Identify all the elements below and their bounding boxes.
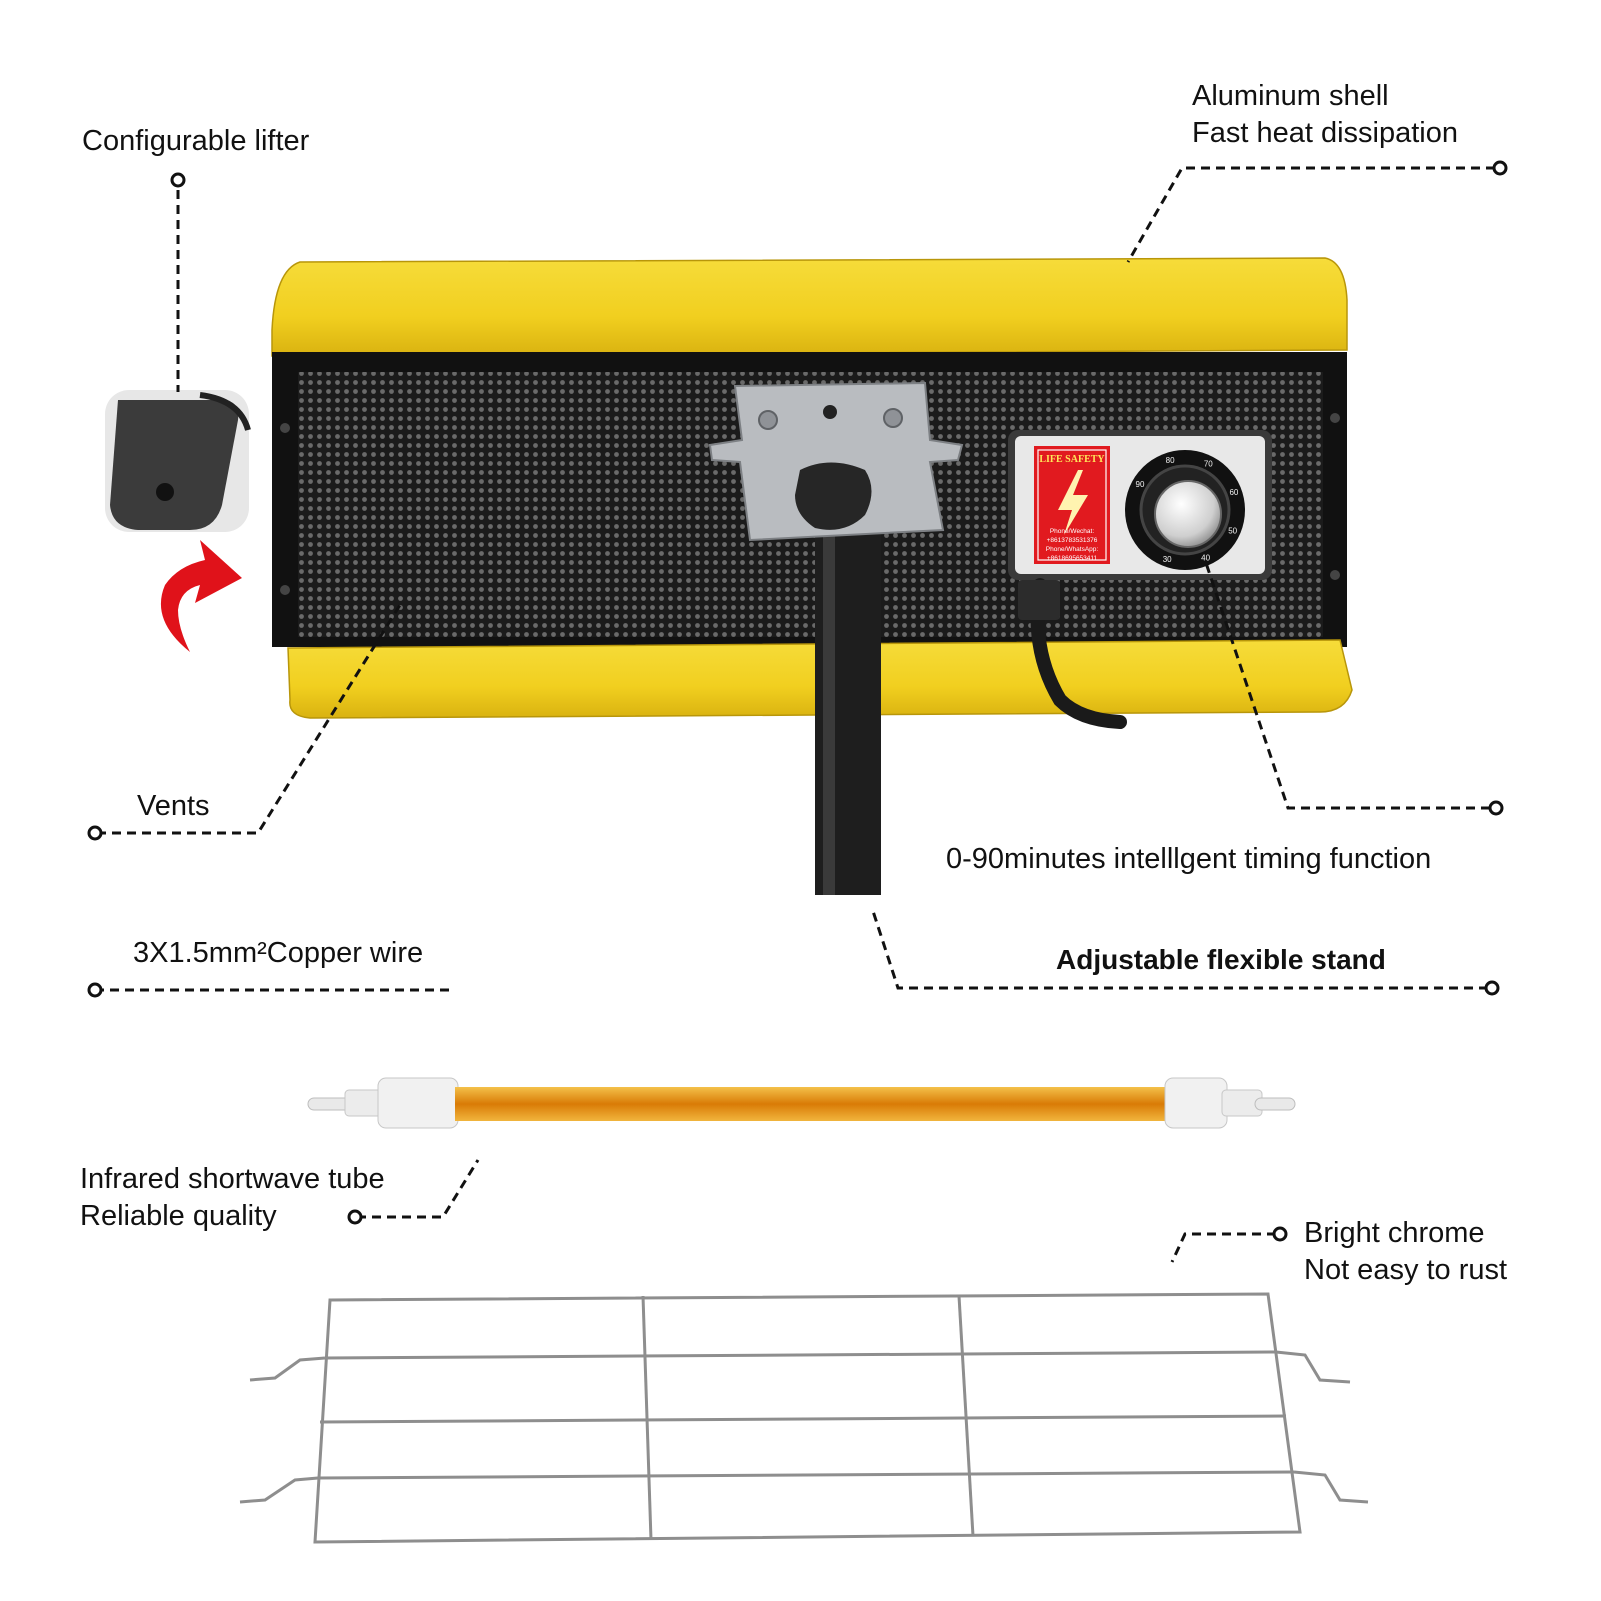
callout-vents: Vents: [137, 790, 210, 822]
callout-timing: 0-90minutes intelllgent timing function: [946, 843, 1432, 875]
callout-lifter: Configurable lifter: [82, 125, 310, 157]
lock-knob: [795, 462, 872, 530]
lifter-inset: [105, 390, 251, 532]
leader-shell: [1126, 166, 1495, 263]
dial-mark: 30: [1163, 555, 1172, 564]
leader-vents: [97, 604, 402, 835]
svg-text:Phone/Wechat:: Phone/Wechat:: [1050, 528, 1095, 535]
callout-infrared-tube: Infrared shortwave tube Reliable quality: [80, 1161, 385, 1235]
callout-wire: 3X1.5mm²Copper wire: [133, 937, 424, 969]
sticker-title: LIFE SAFETY: [1039, 454, 1105, 465]
callout-stand: Adjustable flexible stand: [1056, 944, 1386, 975]
infrared-tube: [307, 1077, 1296, 1129]
callout-shell-line2: Fast heat dissipation: [1192, 117, 1458, 149]
leader-lines: [95, 166, 1495, 1263]
cable-gland: [1018, 580, 1060, 620]
callout-tube-line2: Reliable quality: [80, 1200, 277, 1232]
leader-timing: [1203, 559, 1490, 810]
svg-text:+8618695653411: +8618695653411: [1047, 555, 1098, 562]
top-shell: [271, 257, 1348, 357]
dial-mark: 50: [1228, 527, 1237, 536]
leader-stand: [870, 907, 1488, 990]
leader-endpoints: [87, 160, 1508, 1242]
dial-mark: 70: [1204, 460, 1213, 469]
callout-tube-line1: Infrared shortwave tube: [80, 1163, 385, 1195]
chrome-guard: [239, 1292, 1369, 1544]
callout-chrome: Bright chrome Not easy to rust: [1304, 1215, 1507, 1289]
svg-text:Phone/WhatsApp:: Phone/WhatsApp:: [1046, 546, 1099, 553]
red-arrow-icon: [160, 540, 242, 652]
lightning-icon: [1058, 470, 1088, 535]
callout-chrome-line1: Bright chrome: [1304, 1217, 1485, 1249]
callout-shell-line1: Aluminum shell: [1192, 80, 1389, 112]
control-panel: LIFE SAFETY Phone/Wechat: +8613783531376…: [1008, 430, 1272, 580]
dial-mark: 80: [1166, 456, 1175, 465]
dial-mark: 40: [1201, 554, 1210, 563]
leader-chrome: [1170, 1232, 1276, 1263]
dial-mark: 90: [1136, 480, 1145, 489]
callout-chrome-line2: Not easy to rust: [1304, 1254, 1508, 1286]
callout-aluminum-shell: Aluminum shell Fast heat dissipation: [1192, 78, 1458, 152]
dial-marks: 90 80 70 60 50 40 30: [1136, 456, 1239, 564]
stand-assembly: [708, 381, 964, 895]
dial-mark: 60: [1229, 488, 1238, 497]
timer-knob: [1154, 480, 1222, 548]
svg-text:+8613783531376: +8613783531376: [1047, 537, 1098, 544]
